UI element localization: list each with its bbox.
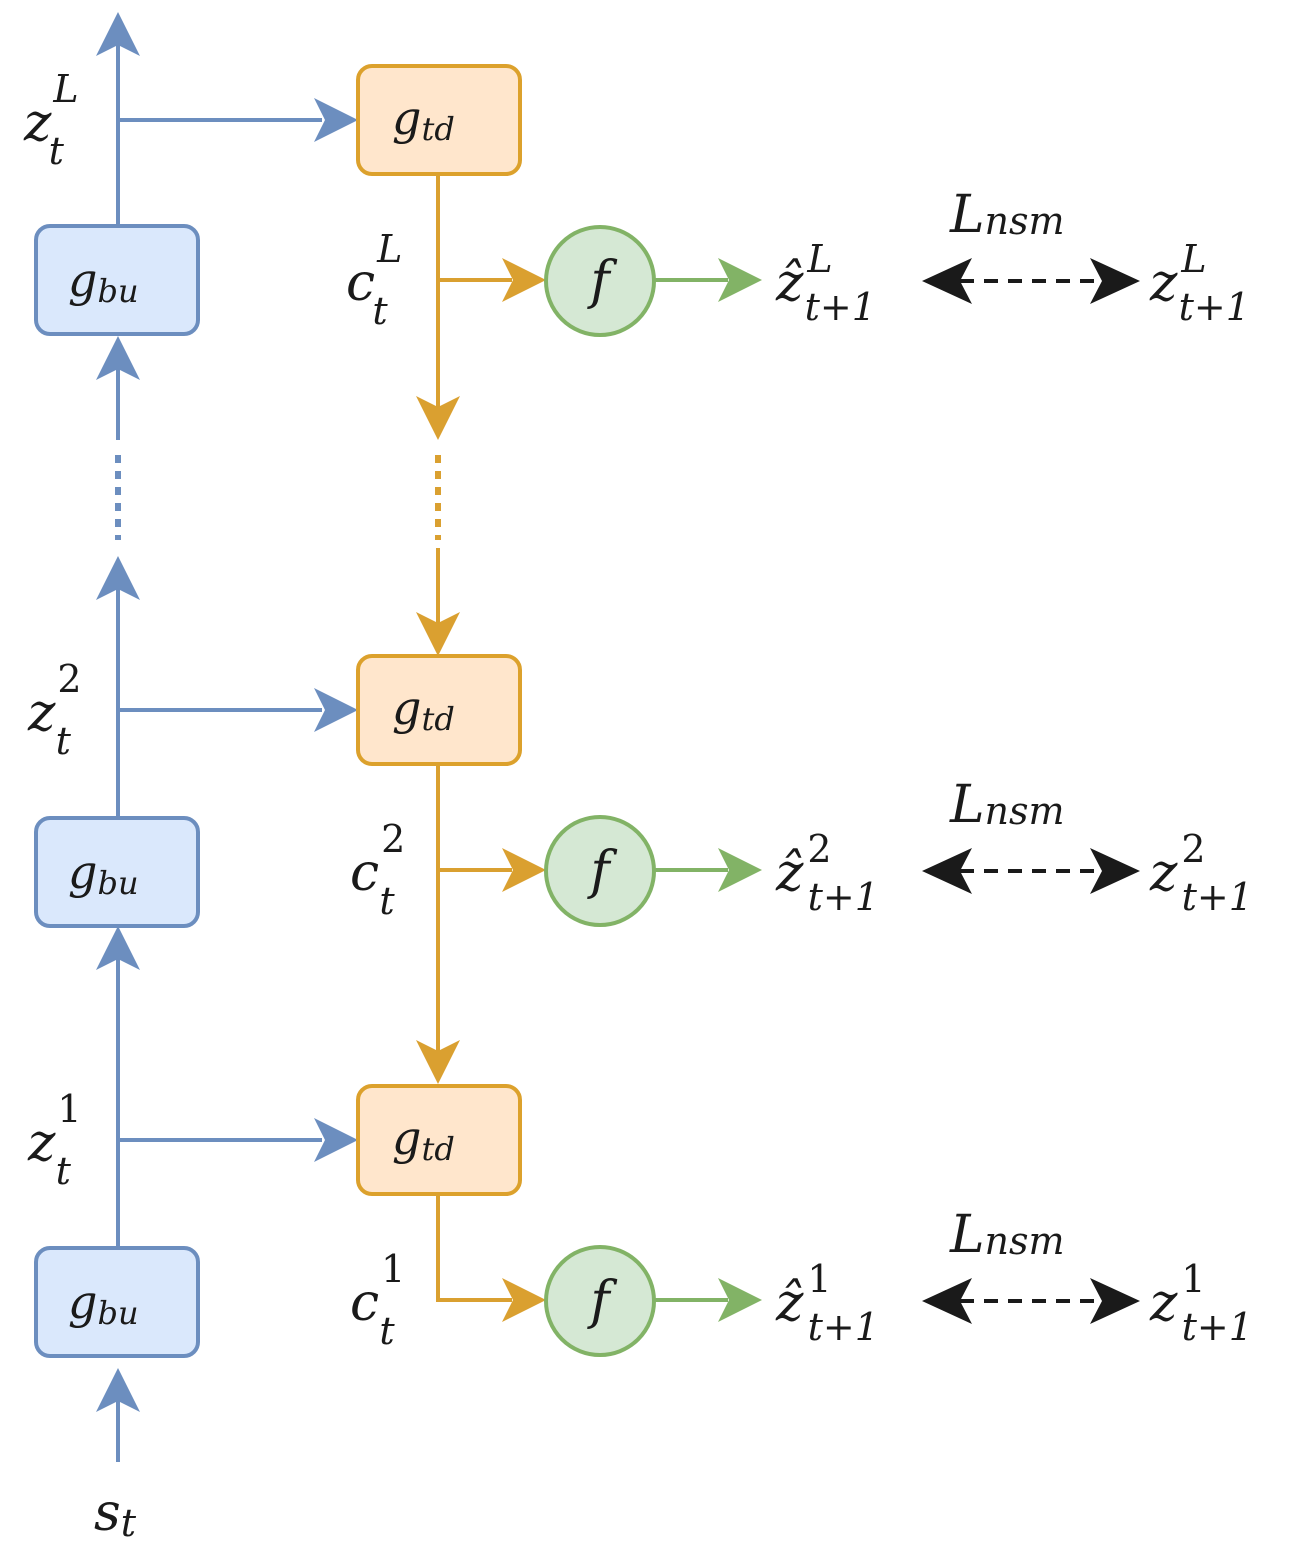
svg-text:gtd: gtd	[392, 681, 455, 738]
f-out-arrowhead	[718, 258, 762, 302]
node-sub: bu	[97, 864, 138, 902]
c1-to-f-edge	[436, 1194, 512, 1302]
svg-text:gtd: gtd	[392, 91, 455, 148]
g-bu-node-2: gbu	[34, 816, 200, 928]
predictor-level-1: f	[544, 1245, 762, 1357]
top-down-spine	[416, 174, 546, 1322]
loss-arrowhead-left	[922, 1278, 972, 1324]
loss-arrowhead-left	[922, 258, 972, 304]
g-bu-node-L: gbu	[34, 224, 200, 336]
node-base: g	[68, 1275, 97, 1329]
bu-arrowhead-L	[96, 336, 140, 380]
node-base: g	[392, 91, 421, 145]
loss-arrowhead-right	[1090, 848, 1140, 894]
loss-label-1: Lnsm	[949, 1205, 1065, 1265]
predictor-level-L: f	[544, 225, 762, 337]
f-out-arrowhead	[718, 1278, 762, 1322]
zL-to-gtd-arrowhead	[314, 98, 358, 142]
td-arrowhead-1	[416, 1040, 460, 1084]
loss-arrowhead-right	[1090, 258, 1140, 304]
svg-text:gbu: gbu	[68, 1275, 139, 1332]
node-base: g	[68, 253, 97, 307]
svg-text:gtd: gtd	[392, 1111, 455, 1168]
predictor-level-2: f	[544, 815, 762, 927]
loss-arrow-L	[922, 258, 1140, 304]
td-arrowhead-2	[416, 612, 460, 656]
node-sub: td	[421, 1130, 454, 1168]
z2-to-gtd-arrowhead	[314, 688, 358, 732]
node-sub: td	[421, 700, 454, 738]
node-base: g	[68, 845, 97, 899]
loss-arrow-2	[922, 848, 1140, 894]
node-sub: td	[421, 110, 454, 148]
loss-label-2: Lnsm	[949, 775, 1065, 835]
c2-to-f-arrowhead	[502, 848, 546, 892]
cL-to-f-arrowhead	[502, 258, 546, 302]
node-sub: bu	[97, 272, 138, 310]
input-arrowhead	[96, 1368, 140, 1412]
f-out-arrowhead	[718, 848, 762, 892]
loss-arrowhead-left	[922, 848, 972, 894]
g-td-node-L: gtd	[356, 64, 522, 176]
bu-arrowhead-dots	[96, 556, 140, 600]
node-base: g	[392, 1111, 421, 1165]
z1-to-gtd-arrowhead	[314, 1118, 358, 1162]
node-sub: bu	[97, 1294, 138, 1332]
loss-arrow-1	[922, 1278, 1140, 1324]
input-label: st	[94, 1483, 137, 1545]
td-arrowhead-dots	[416, 396, 460, 440]
g-td-node-1: gtd	[356, 1084, 522, 1196]
c1-to-f-arrowhead	[502, 1278, 546, 1322]
bu-arrowhead-top	[96, 12, 140, 56]
loss-label-L: Lnsm	[949, 185, 1065, 245]
g-bu-node-1: gbu	[34, 1246, 200, 1358]
bu-arrowhead-2	[96, 926, 140, 970]
g-td-node-2: gtd	[356, 654, 522, 766]
node-base: g	[392, 681, 421, 735]
loss-arrowhead-right	[1090, 1278, 1140, 1324]
bottom-up-spine	[96, 12, 358, 1462]
svg-text:gbu: gbu	[68, 253, 139, 310]
svg-text:gbu: gbu	[68, 845, 139, 902]
